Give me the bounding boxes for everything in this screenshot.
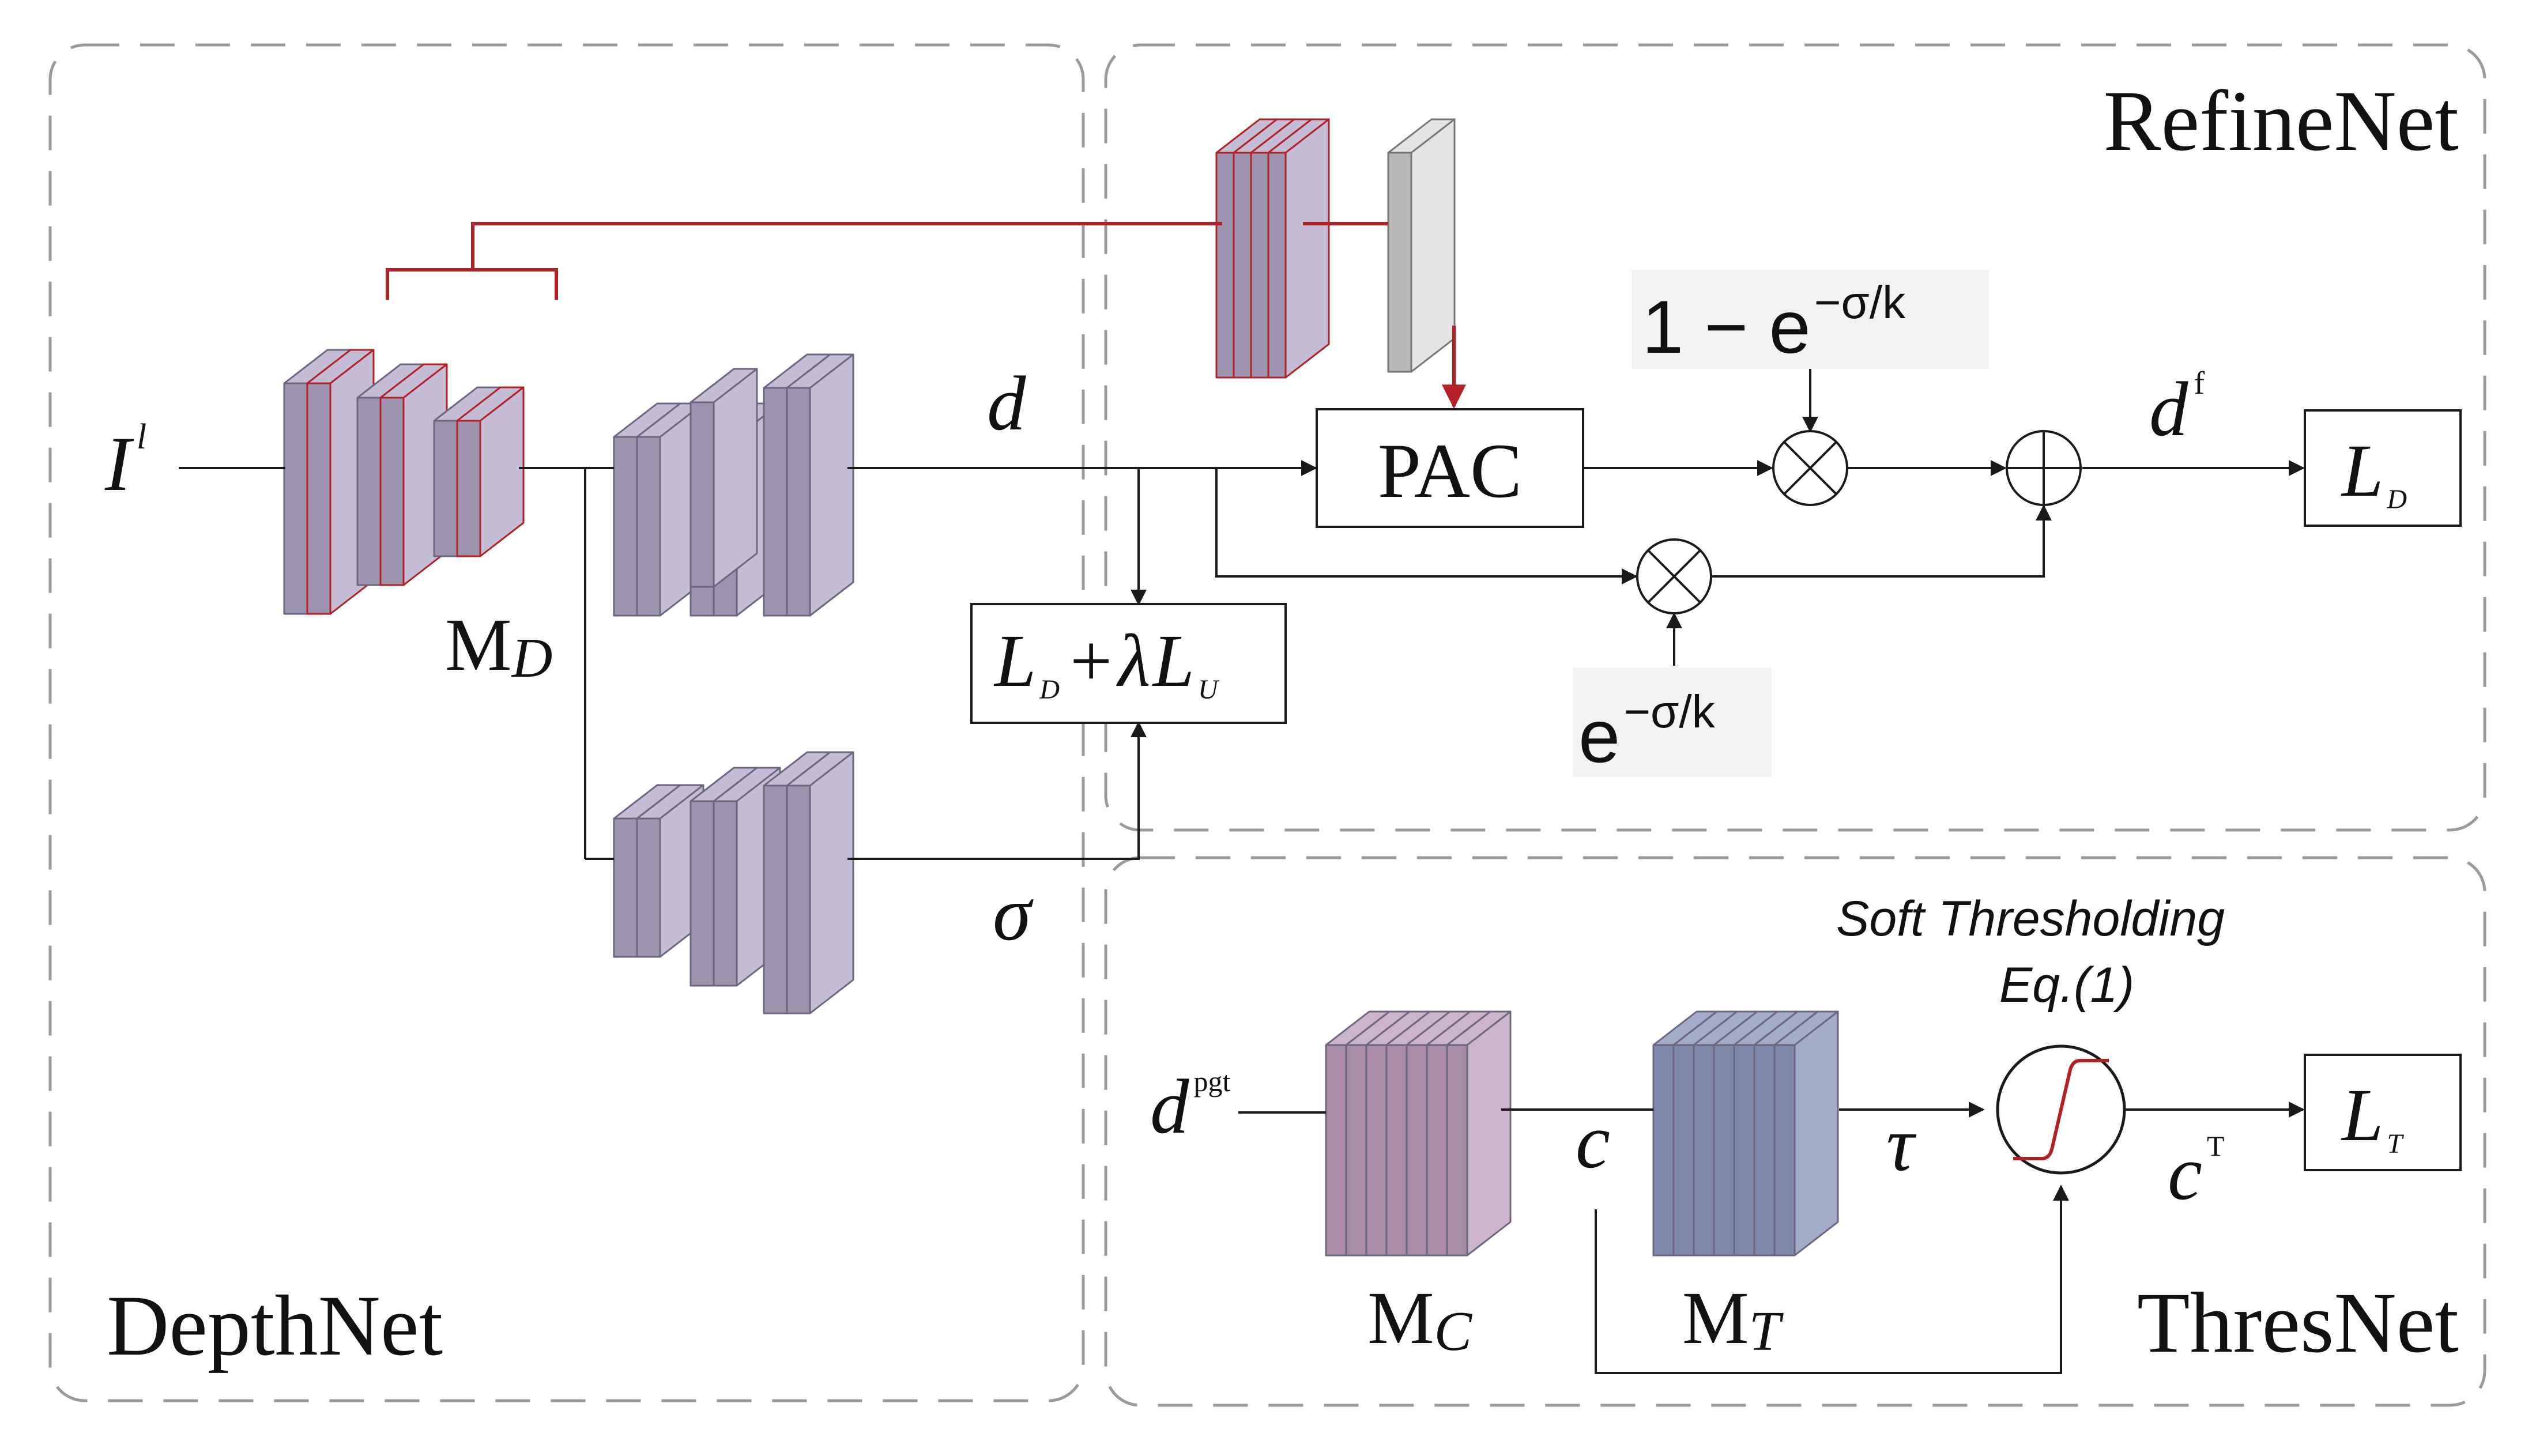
sigma-decoder-large-slab — [786, 751, 854, 1014]
tau-label: τ — [1886, 1102, 1917, 1187]
md-encoder-group3-slab — [456, 386, 525, 557]
multiply-operator-lower — [1636, 538, 1712, 614]
mc-label: MC — [1367, 1277, 1473, 1363]
refinenet-title: RefineNet — [2104, 73, 2459, 169]
mt-label: MT — [1682, 1277, 1784, 1363]
refinenet-panel-border — [1104, 43, 2486, 832]
mt-encoder-slab — [1773, 1010, 1839, 1257]
loss-box-thresnet — [2304, 1054, 2462, 1171]
depth-decoder-mid-slab — [689, 368, 758, 588]
loss-box-depthnet — [970, 603, 1287, 724]
sum-operator — [2006, 430, 2082, 506]
c-to-threshold-arrow — [1595, 1185, 2069, 1374]
thresnet-panel-border — [1104, 856, 2486, 1407]
md-label: MD — [445, 603, 552, 689]
guidance-map — [1387, 118, 1456, 373]
soft-thresholding-caption: Soft Thresholding — [1836, 891, 2225, 946]
equation-reference: Eq.(1) — [1999, 957, 2134, 1013]
sigma-to-loss-arrow — [847, 721, 1147, 860]
exp-formula: e−σ/k — [1578, 686, 1716, 778]
pac-box — [1316, 408, 1584, 528]
mc-encoder-slab — [1446, 1010, 1512, 1257]
one-minus-exp-formula: 1 − e−σ/k — [1642, 277, 1906, 369]
red-bracket — [386, 268, 558, 300]
loss-box-refinenet — [2304, 409, 2462, 527]
thresnet-title: ThresNet — [2137, 1275, 2459, 1371]
lower-multiply-to-sum-arrow — [1711, 504, 2052, 578]
pac-label: PAC — [1378, 428, 1522, 514]
red-skip-connection — [386, 222, 1466, 409]
flow-lines — [179, 369, 2305, 1374]
d-to-lower-multiply — [1215, 468, 1638, 584]
depthnet-title: DepthNet — [107, 1278, 443, 1374]
multiply-operator-upper — [1772, 430, 1848, 506]
soft-threshold-operator — [1996, 1044, 2126, 1175]
one-minus-exp-bg — [1632, 270, 1989, 369]
guidance-features-slab — [1267, 118, 1330, 379]
sigma-label: σ — [993, 871, 1034, 957]
layer-blocks — [283, 118, 1839, 1257]
c-label: c — [1576, 1099, 1610, 1185]
depthnet-panel-border — [48, 43, 1085, 1402]
depth-decoder-large-slab — [786, 353, 854, 617]
exp-bg — [1573, 667, 1772, 777]
d-label: d — [987, 361, 1026, 447]
red-skip-line — [471, 222, 1222, 270]
